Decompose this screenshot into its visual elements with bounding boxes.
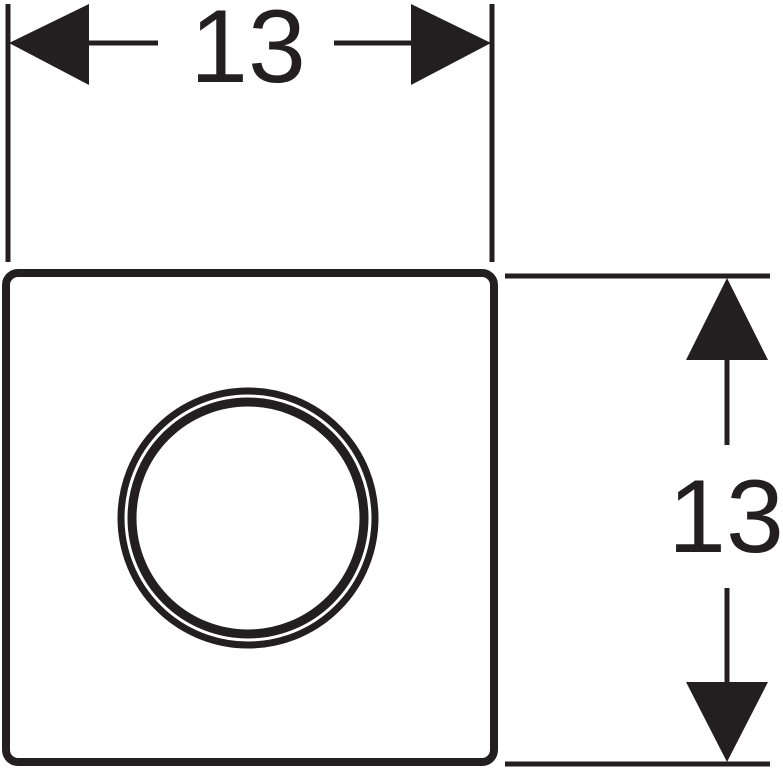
height-label: 13 bbox=[668, 459, 783, 575]
button-inner-ring bbox=[127, 397, 369, 639]
arrow-down-icon bbox=[686, 682, 768, 762]
width-label: 13 bbox=[190, 0, 306, 105]
plate-outline bbox=[2, 269, 498, 766]
width-dimension: 13 bbox=[5, 0, 495, 262]
height-dimension: 13 bbox=[505, 273, 783, 767]
button-outer-ring bbox=[117, 387, 379, 649]
arrow-right-icon bbox=[411, 4, 491, 85]
arrow-left-icon bbox=[9, 4, 89, 85]
button-circle bbox=[117, 387, 379, 649]
arrow-up-icon bbox=[686, 278, 768, 360]
